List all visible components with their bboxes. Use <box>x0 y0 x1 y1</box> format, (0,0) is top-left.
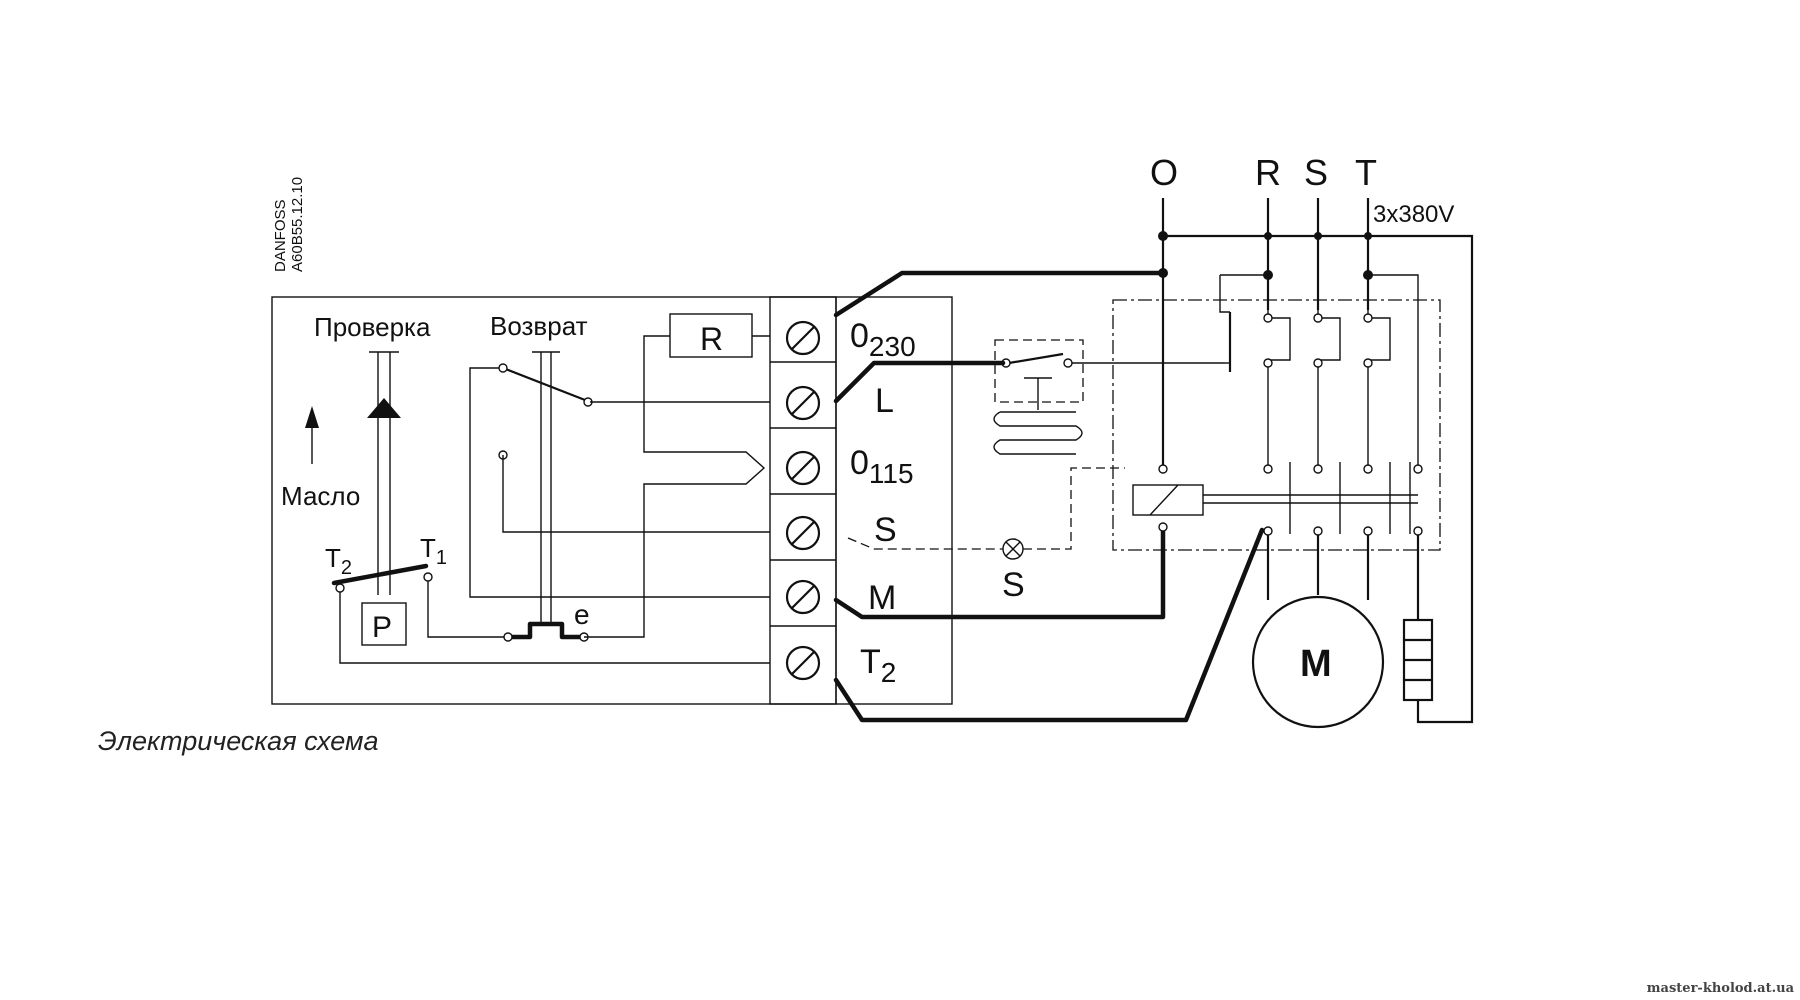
wire-m <box>833 524 1166 620</box>
lamp-label: S <box>1002 566 1025 604</box>
terminal-screw-4 <box>785 515 821 551</box>
wire-0230 <box>833 270 1166 318</box>
terminal-label-s: S <box>874 511 897 549</box>
contact-t2 <box>335 583 345 593</box>
pressure-label: P <box>372 611 392 644</box>
contact-t1 <box>423 572 433 582</box>
heater-element-e <box>505 621 587 640</box>
thermostat-heater-coil <box>993 411 1083 455</box>
label-e: e <box>574 599 590 630</box>
terminal-label-l: L <box>875 382 894 420</box>
supply-bus: O R S T 3x380V <box>1150 152 1474 724</box>
terminal-screw-6 <box>785 645 821 681</box>
upper-contacts <box>1263 310 1391 465</box>
phase-o-label: O <box>1150 152 1178 193</box>
terminal-screw-1 <box>785 320 821 356</box>
reset-switch-blade <box>502 366 586 402</box>
terminal-label-0115: 0115 <box>850 444 914 489</box>
label-oil: Масло <box>281 481 360 511</box>
phase-r-label: R <box>1255 152 1281 193</box>
supply-voltage-label: 3x380V <box>1373 201 1454 228</box>
thermostat-box <box>994 339 1084 403</box>
doc-brand: DANFOSS <box>272 199 289 272</box>
oil-arrow-icon <box>305 406 319 464</box>
heater-resistor-icon <box>1402 618 1434 702</box>
contactor-coil <box>1132 484 1204 516</box>
phase-s-label: S <box>1304 152 1328 193</box>
reset-rod <box>532 351 560 622</box>
terminal-strip <box>769 296 837 705</box>
pressure-element <box>361 602 407 646</box>
terminal-screw-3 <box>785 450 821 486</box>
contactor-box <box>1112 299 1441 551</box>
wire-t2 <box>833 527 1265 723</box>
document-code: DANFOSS A60B55.12.10 <box>272 177 306 272</box>
check-pushrod <box>367 351 401 595</box>
label-reset: Возврат <box>490 311 588 341</box>
watermark: master-kholod.at.ua <box>1646 981 1794 996</box>
main-contacts <box>1263 274 1423 536</box>
terminal-screw-2 <box>785 385 821 421</box>
terminal-screw-5 <box>785 579 821 615</box>
indicator-lamp-icon <box>1002 538 1024 560</box>
motor-icon <box>1251 595 1385 729</box>
wire-l <box>833 360 1006 404</box>
label-check: Проверка <box>314 312 431 342</box>
lamp-wiring <box>847 537 1003 550</box>
internal-wiring <box>339 335 770 664</box>
terminal-label-0230: 0230 <box>850 317 916 362</box>
differential-lever <box>331 563 429 586</box>
label-t1: T1 <box>420 533 447 569</box>
label-t2: T2 <box>325 543 352 579</box>
control-device-box <box>271 296 953 705</box>
terminal-label-m: M <box>868 579 896 617</box>
diagram-caption: Электрическая схема <box>98 726 379 756</box>
phase-t-label: T <box>1355 152 1377 193</box>
doc-number: A60B55.12.10 <box>289 177 306 272</box>
motor-label: M <box>1300 643 1332 685</box>
terminal-label-t2: T2 <box>860 643 896 688</box>
resistor-label: R <box>700 321 723 357</box>
